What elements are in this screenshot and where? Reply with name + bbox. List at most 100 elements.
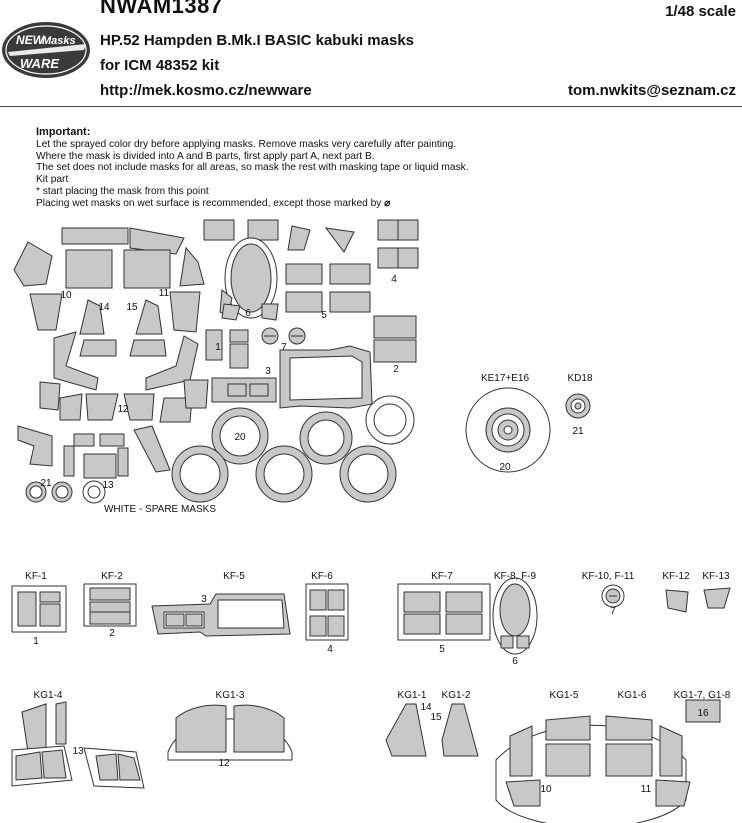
mask-small-1 bbox=[73, 433, 95, 447]
kg178-label: KG1-7, G1-8 bbox=[674, 690, 731, 701]
mask-a-12 bbox=[159, 397, 193, 423]
mask-c-5 bbox=[329, 291, 371, 313]
logo-text-masks: Masks bbox=[42, 35, 76, 47]
no-wet-icon: ⌀ bbox=[384, 197, 391, 209]
mask-b-right bbox=[179, 246, 205, 287]
mask-16-a bbox=[203, 219, 235, 241]
instruction-line: Let the sprayed color dry before applyin… bbox=[36, 138, 457, 150]
mask-ring-21a-inner bbox=[29, 485, 43, 499]
mask-small-2 bbox=[99, 433, 125, 447]
instructions-block: Important: Let the sprayed color dry bef… bbox=[36, 126, 556, 210]
mask-16-b bbox=[247, 219, 279, 241]
mask-d-right bbox=[129, 227, 185, 255]
mask-h-frame bbox=[53, 331, 99, 391]
kg16-label: KG1-6 bbox=[618, 690, 647, 701]
kf10-number: 7 bbox=[610, 606, 616, 617]
kd18-code: KD18 bbox=[567, 373, 592, 384]
instruction-line: * start placing the mask from this point bbox=[36, 185, 209, 197]
instruction-line: Where the mask is divided into A and B p… bbox=[36, 150, 375, 162]
logo-text-ware: WARE bbox=[20, 56, 59, 71]
title-line-1: HP.52 Hampden B.Mk.I BASIC kabuki masks bbox=[100, 32, 415, 49]
kg178-number: 16 bbox=[697, 708, 709, 719]
part-number-3: 3 bbox=[265, 366, 271, 377]
mask-e-12 bbox=[123, 393, 155, 421]
kg13-number: 12 bbox=[218, 758, 230, 769]
kf5-number: 3 bbox=[201, 594, 207, 605]
kf13-label: KF-13 bbox=[702, 571, 730, 582]
kg11-mask bbox=[385, 703, 427, 757]
mask-a-2 bbox=[373, 315, 417, 339]
part-number-11: 11 bbox=[159, 288, 170, 299]
mask-d-left bbox=[61, 227, 129, 245]
part-number-2: 2 bbox=[393, 364, 399, 375]
kg12-number: 15 bbox=[430, 712, 442, 723]
mask-c-4 bbox=[397, 247, 419, 269]
kf2-label: KF-2 bbox=[101, 571, 123, 582]
logo-text-new: NEW bbox=[16, 33, 46, 47]
kg14-g bbox=[55, 701, 67, 745]
mask-e-right bbox=[123, 249, 171, 289]
scale-label: 1/48 scale bbox=[665, 3, 736, 20]
mask-1-b bbox=[229, 329, 249, 343]
instruction-line: Kit part bbox=[36, 174, 69, 186]
mask-c-left bbox=[29, 293, 63, 331]
mask-c-right bbox=[169, 291, 201, 333]
mask-b-2 bbox=[373, 339, 417, 363]
kf12-mask bbox=[665, 589, 689, 613]
kf2-number: 2 bbox=[109, 628, 115, 639]
mask-ring-13-inner bbox=[87, 485, 101, 499]
kf6-label: KF-6 bbox=[311, 571, 333, 582]
newware-logo: NEW Masks WARE bbox=[2, 22, 90, 78]
kg11-number: 14 bbox=[420, 702, 432, 713]
kg178-mask bbox=[685, 699, 721, 723]
mask-b-14 bbox=[79, 299, 105, 335]
kf6-number: 4 bbox=[327, 644, 333, 655]
part-number-7: 7 bbox=[281, 342, 287, 353]
kf89-number: 6 bbox=[512, 656, 518, 667]
part-number-10: 10 bbox=[60, 290, 72, 301]
mask-c-lower-left bbox=[59, 393, 83, 421]
website-url[interactable]: http://mek.kosmo.cz/newware bbox=[100, 82, 312, 99]
part-number-20: 20 bbox=[234, 432, 246, 443]
mask-b-4 bbox=[397, 219, 419, 241]
header-divider bbox=[0, 106, 742, 107]
kf1-number: 1 bbox=[33, 636, 39, 647]
mask-f-13 bbox=[117, 447, 129, 477]
mask-a-4b bbox=[377, 247, 399, 269]
instruction-line: Placing wet masks on wet surface is reco… bbox=[36, 197, 391, 209]
mask-e-13 bbox=[83, 453, 117, 479]
mask-a-4 bbox=[377, 219, 399, 241]
product-code: NWAM1387 bbox=[100, 0, 223, 18]
kf13-mask bbox=[703, 587, 731, 609]
mask-9 bbox=[324, 227, 355, 253]
part-number-12: 12 bbox=[117, 404, 129, 415]
title-line-2: for ICM 48352 kit bbox=[100, 57, 220, 74]
mask-oval-6 bbox=[230, 243, 272, 313]
kg13-left bbox=[175, 704, 227, 753]
mask-a-left bbox=[79, 339, 117, 357]
kg15-number: 10 bbox=[540, 784, 552, 795]
kf1011-label: KF-10, F-11 bbox=[582, 571, 635, 582]
kg14-number: 13 bbox=[72, 746, 84, 757]
part-number-4: 4 bbox=[391, 274, 397, 285]
contact-email[interactable]: tom.nwkits@seznam.cz bbox=[567, 82, 736, 99]
ke17-code: KE17+E16 bbox=[481, 373, 530, 384]
mask-c-21 bbox=[17, 425, 53, 467]
mask-a-right bbox=[129, 339, 167, 357]
mask-b-5 bbox=[329, 263, 371, 285]
mask-b-left bbox=[13, 241, 53, 287]
kg13-label: KG1-3 bbox=[216, 690, 245, 701]
kg12-label: KG1-2 bbox=[442, 690, 471, 701]
mask-a-13 bbox=[133, 425, 171, 473]
mask-1-c bbox=[229, 343, 249, 369]
mask-1-a bbox=[205, 329, 223, 361]
mask-d-6 bbox=[221, 303, 241, 321]
mask-ring-21b-inner bbox=[55, 485, 69, 499]
mask-d-lower-left bbox=[39, 381, 61, 411]
kf12-label: KF-12 bbox=[662, 571, 690, 582]
part-number-1: 1 bbox=[215, 342, 221, 353]
part-number-5: 5 bbox=[321, 310, 327, 321]
mask-a-5b bbox=[285, 291, 323, 313]
kg16-number: 11 bbox=[641, 784, 652, 795]
instructions-heading: Important: bbox=[36, 126, 91, 138]
